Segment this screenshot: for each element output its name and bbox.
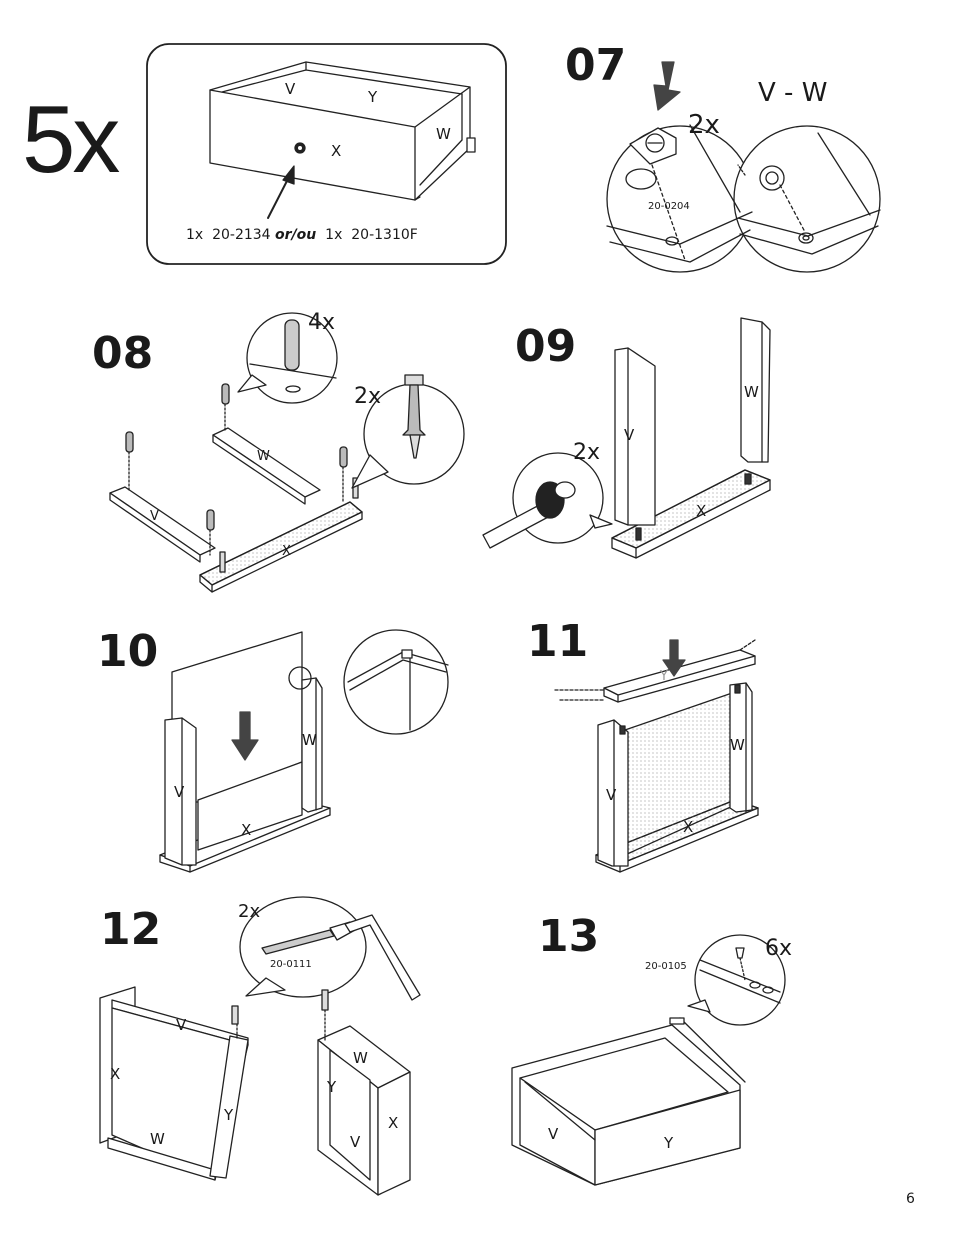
step-12-left-part-w: W: [150, 1130, 165, 1148]
drawer-label-x: X: [331, 142, 342, 160]
knob-part-option-2: 1x 20-1310F: [316, 227, 418, 243]
step-12-part-code: 20-0111: [270, 959, 312, 970]
step-07-quantity: 2x: [688, 110, 720, 140]
drawer-quantity: 5x: [22, 86, 120, 193]
step-08-dowel-quantity: 4x: [308, 310, 336, 335]
step-10-part-x: X: [241, 821, 252, 839]
drawer-label-w: W: [436, 125, 451, 143]
step-11-part-x: X: [683, 818, 694, 836]
page-number: 6: [906, 1191, 915, 1207]
step-12-number: 12: [100, 904, 162, 955]
step-09-part-x: X: [696, 502, 707, 520]
step-11-part-y: Y: [660, 669, 668, 684]
step-12-left-part-y: Y: [224, 1106, 234, 1124]
step-09-quantity: 2x: [573, 440, 601, 465]
step-12-left-part-x: X: [110, 1065, 121, 1083]
step-12-right-part-x: X: [388, 1114, 399, 1132]
step-11-drawing: [554, 639, 759, 873]
step-13-drawing: [511, 934, 786, 1186]
step-07-title: V - W: [758, 78, 828, 108]
step-09-part-v: V: [624, 426, 635, 444]
screw-with-allen-key: [261, 914, 421, 1001]
step-12-drawing: [99, 896, 421, 1196]
step-07-part-code: 20-0204: [648, 201, 690, 212]
knob-part-note: 1x 20-2134 or/ou 1x 20-1310F: [186, 228, 418, 242]
step-10-number: 10: [97, 626, 159, 677]
step-07-drawing: [606, 61, 881, 273]
down-arrow-icon: [653, 61, 681, 111]
drawer-label-v: V: [285, 80, 296, 98]
step-09-number: 09: [515, 321, 577, 372]
step-09-drawing: [482, 317, 771, 559]
step-11-part-v: V: [606, 786, 617, 804]
step-13-part-y: Y: [664, 1134, 674, 1152]
step-08-bolt-quantity: 2x: [354, 384, 382, 409]
step-08-drawing: [109, 312, 465, 593]
drawer-overview-panel: [146, 43, 507, 265]
or-label: or/ou: [275, 227, 317, 243]
step-13-number: 13: [538, 911, 600, 962]
step-08-part-v: V: [150, 509, 159, 524]
step-12-quantity: 2x: [238, 901, 261, 922]
knob-pointer-arrow: [267, 165, 295, 219]
step-13-part-v: V: [548, 1125, 559, 1143]
step-12-right-part-w: W: [353, 1049, 368, 1067]
drawer-illustration: [209, 61, 476, 201]
step-13-part-code: 20-0105: [645, 961, 687, 972]
step-11-number: 11: [527, 616, 589, 667]
step-10-part-v: V: [174, 783, 185, 801]
step-08-number: 08: [92, 328, 154, 379]
step-07-number: 07: [565, 40, 627, 91]
down-arrow-icon: [662, 639, 686, 677]
step-10-part-w: W: [302, 731, 317, 749]
step-11-part-w: W: [730, 736, 745, 754]
step-10-drawing: [159, 629, 449, 873]
step-08-part-w: W: [257, 449, 270, 464]
step-09-part-w: W: [744, 383, 759, 401]
knob-part-option-1: 1x 20-2134: [186, 227, 276, 243]
step-13-quantity: 6x: [765, 936, 793, 961]
step-12-right-part-v: V: [350, 1133, 361, 1151]
step-08-part-x: X: [282, 544, 291, 559]
step-12-right-part-y: Y: [327, 1078, 337, 1096]
step-12-left-part-v: V: [176, 1016, 187, 1034]
drawer-label-y: Y: [368, 88, 378, 106]
down-arrow-icon: [231, 711, 259, 761]
